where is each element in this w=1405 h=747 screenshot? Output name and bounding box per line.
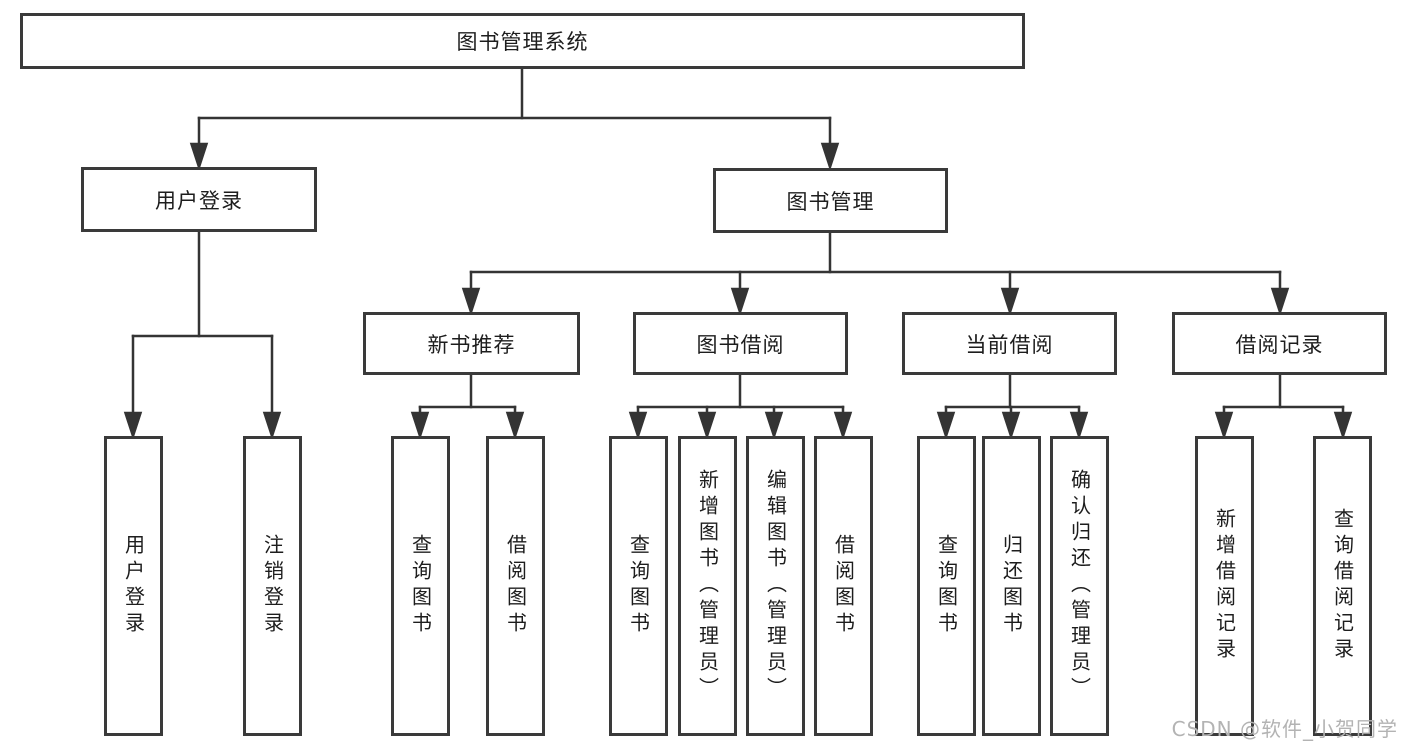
leaf-query-books-recommend: 查询图书: [391, 436, 450, 736]
leaf-add-borrow-record-label: 新增借阅记录: [1212, 508, 1237, 664]
leaf-add-books-admin-label: 新增图书（管理员）: [695, 469, 720, 703]
leaf-query-books-borrow: 查询图书: [609, 436, 668, 736]
csdn-watermark: CSDN @软件_小贺同学: [1171, 717, 1398, 741]
leaf-logout: 注销登录: [243, 436, 302, 736]
leaf-query-borrow-record: 查询借阅记录: [1313, 436, 1372, 736]
node-book-borrow: 图书借阅: [633, 312, 848, 375]
leaf-add-books-admin: 新增图书（管理员）: [678, 436, 737, 736]
node-user-login: 用户登录: [81, 167, 317, 232]
leaf-add-borrow-record: 新增借阅记录: [1195, 436, 1254, 736]
leaf-query-books-borrow-label: 查询图书: [626, 534, 651, 638]
node-book-management: 图书管理: [713, 168, 948, 233]
leaf-edit-books-admin: 编辑图书（管理员）: [746, 436, 805, 736]
leaf-borrow-books-recommend: 借阅图书: [486, 436, 545, 736]
node-borrow-record: 借阅记录: [1172, 312, 1387, 375]
node-current-borrow-label: 当前借阅: [965, 332, 1054, 357]
node-book-management-label: 图书管理: [786, 189, 875, 214]
leaf-return-books-label: 归还图书: [999, 534, 1024, 638]
node-root-label: 图书管理系统: [456, 30, 589, 54]
leaf-logout-label: 注销登录: [260, 534, 285, 638]
leaf-confirm-return-admin-label: 确认归还（管理员）: [1067, 469, 1092, 703]
node-root: 图书管理系统: [20, 13, 1025, 69]
leaf-user-login: 用户登录: [104, 436, 163, 736]
node-current-borrow: 当前借阅: [902, 312, 1117, 375]
node-user-login-label: 用户登录: [155, 188, 243, 213]
node-new-book-recommend: 新书推荐: [363, 312, 580, 375]
leaf-query-books-current-label: 查询图书: [934, 534, 959, 638]
leaf-borrow-books-recommend-label: 借阅图书: [503, 534, 528, 638]
leaf-borrow-books-label: 借阅图书: [831, 534, 856, 638]
leaf-user-login-label: 用户登录: [121, 534, 146, 638]
leaf-query-books-recommend-label: 查询图书: [408, 534, 433, 638]
leaf-borrow-books: 借阅图书: [814, 436, 873, 736]
leaf-query-books-current: 查询图书: [917, 436, 976, 736]
node-book-borrow-label: 图书借阅: [696, 332, 785, 357]
node-borrow-record-label: 借阅记录: [1235, 332, 1324, 357]
leaf-edit-books-admin-label: 编辑图书（管理员）: [763, 469, 788, 703]
leaf-query-borrow-record-label: 查询借阅记录: [1330, 508, 1355, 664]
leaf-confirm-return-admin: 确认归还（管理员）: [1050, 436, 1109, 736]
leaf-return-books: 归还图书: [982, 436, 1041, 736]
node-new-book-recommend-label: 新书推荐: [427, 332, 516, 357]
